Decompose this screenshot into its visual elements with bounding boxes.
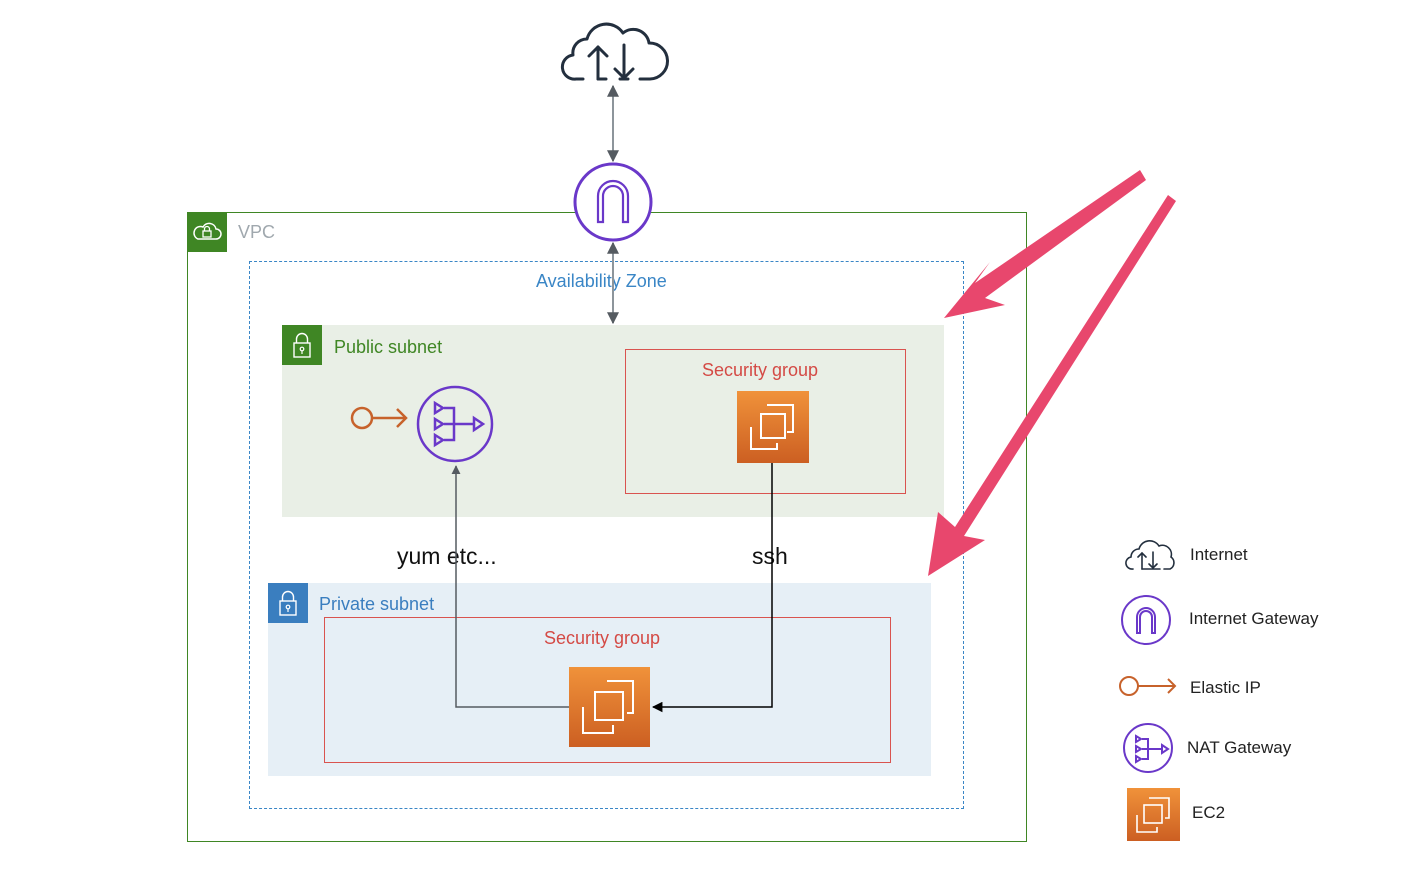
- vpc-cloud-lock-icon: [193, 222, 222, 240]
- legend-label-elastic-ip: Elastic IP: [1190, 678, 1261, 697]
- public-subnet-badge: [282, 325, 322, 365]
- vpc-label: VPC: [238, 222, 276, 242]
- private-subnet-label: Private subnet: [319, 594, 435, 614]
- private-subnet-badge: [268, 583, 308, 623]
- yum-edge-label: yum etc...: [397, 543, 497, 569]
- vpc-badge: [187, 212, 227, 252]
- internet-cloud-icon: [560, 22, 669, 81]
- ssh-edge-label: ssh: [752, 543, 788, 569]
- legend-label-internet: Internet: [1190, 545, 1248, 564]
- private-security-group: [324, 617, 891, 763]
- public-subnet-container: [282, 325, 944, 517]
- private-security-group-label: Security group: [544, 628, 661, 648]
- legend-label-internet-gateway: Internet Gateway: [1189, 609, 1319, 628]
- legend-nat-gateway-icon: [1123, 723, 1173, 773]
- legend-label-ec2: EC2: [1192, 803, 1226, 822]
- public-security-group-label: Security group: [702, 360, 819, 380]
- legend-internet-gateway-icon: [1121, 595, 1171, 645]
- legend-internet-icon: [1125, 540, 1175, 570]
- public-subnet-label: Public subnet: [334, 337, 443, 357]
- legend-ec2-icon: [1127, 788, 1180, 841]
- padlock-icon: [293, 332, 311, 358]
- padlock-icon: [279, 590, 297, 616]
- legend-label-nat-gateway: NAT Gateway: [1187, 738, 1292, 757]
- legend-elastic-ip-icon: [1119, 676, 1177, 696]
- availability-zone-label: Availability Zone: [536, 271, 667, 291]
